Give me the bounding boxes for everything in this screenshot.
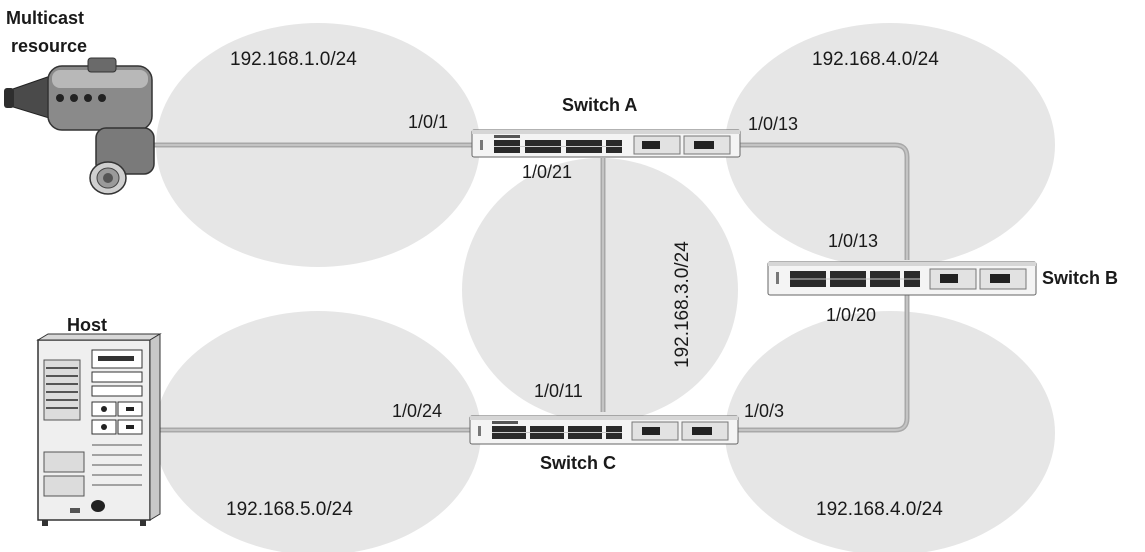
port-label-switch-c-1-0-11: 1/0/11	[534, 381, 583, 401]
subnet-label-192-168-1: 192.168.1.0/24	[230, 49, 357, 70]
subnet-label-192-168-4-bottom: 192.168.4.0/24	[816, 499, 943, 520]
multicast-resource-title-line1: Multicast	[6, 8, 84, 28]
subnet-192-168-3	[462, 158, 738, 422]
host-title: Host	[67, 315, 107, 335]
port-label-switch-a-1-0-13: 1/0/13	[748, 114, 798, 134]
port-label-switch-b-1-0-20: 1/0/20	[826, 305, 876, 325]
port-label-switch-b-1-0-13: 1/0/13	[828, 231, 878, 251]
port-label-switch-a-1-0-21: 1/0/21	[522, 162, 572, 182]
port-label-switch-c-1-0-24: 1/0/24	[392, 401, 442, 421]
port-label-switch-c-1-0-3: 1/0/3	[744, 401, 784, 421]
subnet-label-192-168-4-top: 192.168.4.0/24	[812, 49, 939, 70]
switch-c[interactable]	[470, 416, 738, 444]
server-icon[interactable]	[38, 334, 160, 526]
subnet-label-192-168-5: 192.168.5.0/24	[226, 499, 353, 520]
multicast-resource-title-line2: resource	[11, 36, 87, 56]
switch-c-title: Switch C	[540, 453, 616, 473]
switch-a-title: Switch A	[562, 95, 637, 115]
subnet-label-192-168-3: 192.168.3.0/24	[672, 241, 693, 368]
switch-b-title: Switch B	[1042, 268, 1118, 288]
switch-a[interactable]	[472, 130, 740, 157]
port-label-switch-a-1-0-1: 1/0/1	[408, 112, 448, 132]
switch-b[interactable]	[768, 262, 1036, 295]
camera-icon[interactable]	[4, 58, 154, 194]
